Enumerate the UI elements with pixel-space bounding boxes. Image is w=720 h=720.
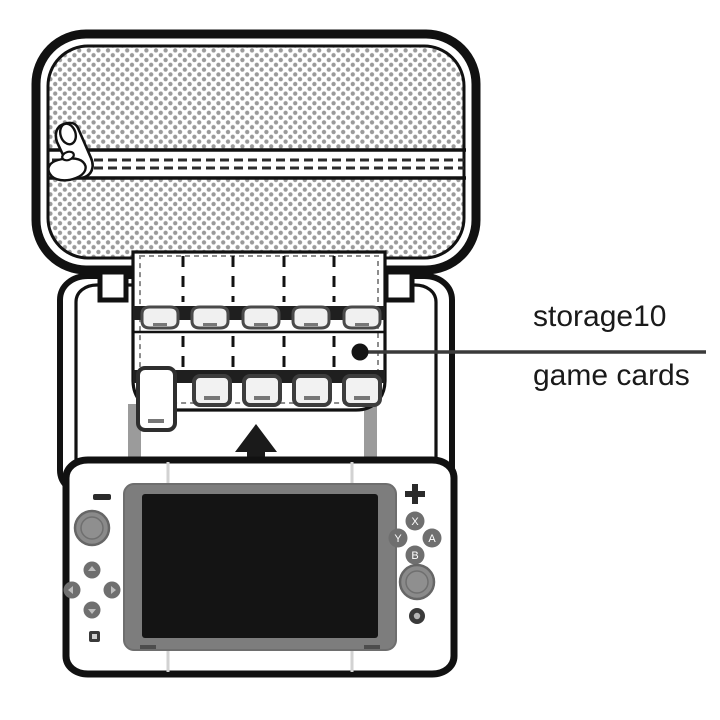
card-holder-dividers-upper <box>181 256 336 302</box>
card-slot[interactable] <box>140 305 180 330</box>
card-slot[interactable] <box>342 374 382 407</box>
face-button-y[interactable]: Y <box>388 528 408 548</box>
insert-direction-arrow <box>235 424 277 480</box>
card-slot[interactable] <box>192 374 232 407</box>
face-button-b[interactable]: B <box>405 545 425 565</box>
callout-leader-line <box>351 343 706 361</box>
card-slot[interactable] <box>241 305 281 330</box>
ejected-game-card[interactable] <box>136 366 177 432</box>
zipper-band <box>48 148 466 180</box>
zipper-pull <box>47 121 94 182</box>
card-slot[interactable] <box>190 305 230 330</box>
svg-text:A: A <box>428 533 436 545</box>
game-console: X Y A B <box>62 456 458 678</box>
card-row-bottom <box>133 366 385 432</box>
svg-text:X: X <box>411 516 419 528</box>
lid-mesh-panel <box>48 46 464 258</box>
card-slot[interactable] <box>292 374 332 407</box>
face-button-a[interactable]: A <box>422 528 442 548</box>
minus-button[interactable] <box>93 494 111 500</box>
card-holder-dividers-lower <box>181 336 336 370</box>
card-slot[interactable] <box>342 305 382 330</box>
case-lid <box>31 29 481 275</box>
console-screen <box>142 494 378 638</box>
storage-capacity-label: storage10 <box>533 300 667 333</box>
card-holder-panel <box>131 250 387 432</box>
card-slot[interactable] <box>242 374 282 407</box>
card-row-top <box>133 305 385 334</box>
face-button-x[interactable]: X <box>405 511 425 531</box>
svg-text:Y: Y <box>394 533 402 545</box>
plus-button[interactable] <box>405 484 425 504</box>
left-joycon <box>63 494 121 642</box>
card-slot[interactable] <box>291 305 331 330</box>
storage-item-label: game cards <box>533 359 690 392</box>
callout-anchor-dot <box>351 343 369 361</box>
svg-text:B: B <box>411 550 418 562</box>
right-joycon: X Y A B <box>388 484 442 624</box>
